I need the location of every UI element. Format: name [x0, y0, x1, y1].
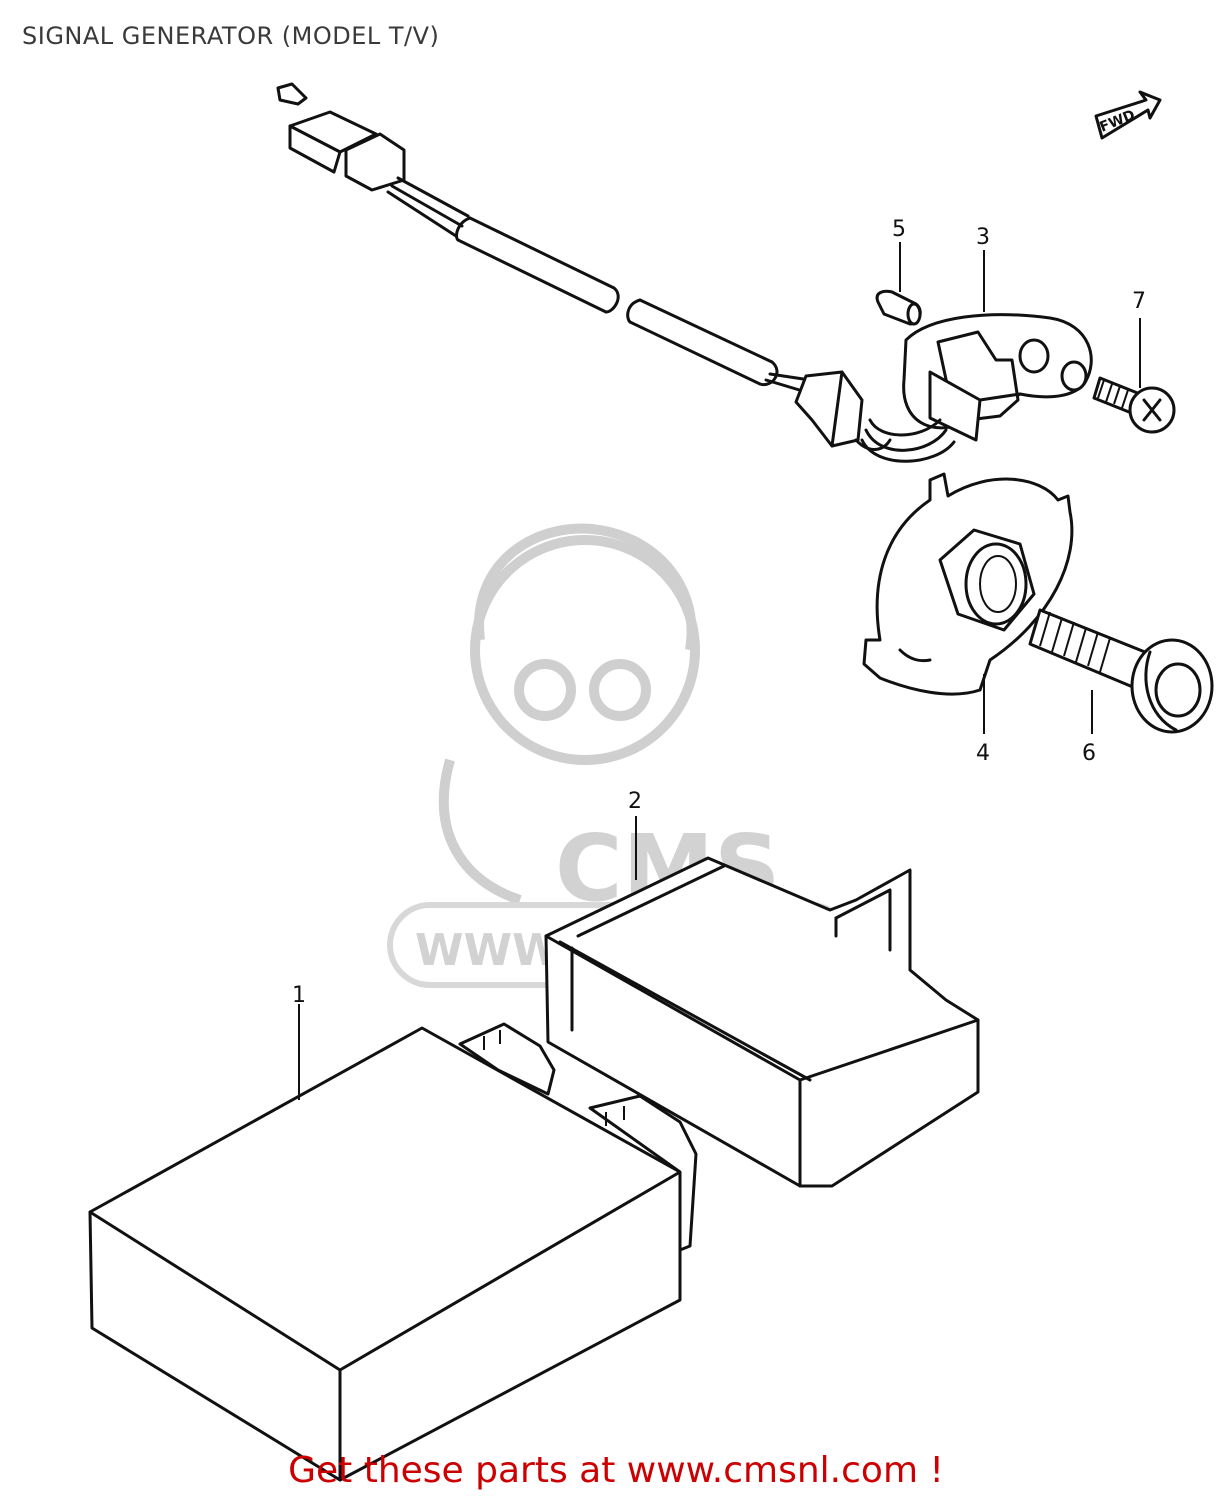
wire-connector-mid [794, 370, 892, 451]
wire-harness [455, 216, 812, 394]
callout-5: 5 [892, 217, 906, 242]
callout-2: 2 [628, 789, 642, 814]
watermark-mascot-head [470, 535, 700, 765]
diagram-title: SIGNAL GENERATOR (MODEL T/V) [22, 22, 440, 50]
part-2-holder [544, 856, 980, 1188]
wire-connector-top [276, 82, 470, 238]
callout-6: 6 [1082, 741, 1096, 766]
callout-4: 4 [976, 741, 990, 766]
callouts: 1 2 3 4 5 6 7 [292, 217, 1146, 1100]
watermark-mascot-eye-left [514, 659, 576, 721]
callout-7: 7 [1132, 289, 1146, 314]
part-7-screw [1092, 376, 1176, 434]
part-3-signal-generator-coil [860, 313, 1093, 463]
watermark-mascot-helmet [474, 523, 697, 651]
fwd-arrow: FWD [1094, 90, 1162, 140]
part-6-bolt [1028, 608, 1214, 734]
callout-1: 1 [292, 983, 306, 1008]
part-5-pin [875, 289, 922, 326]
parts-link-footer[interactable]: Get these parts at www.cmsnl.com ! [288, 1450, 944, 1491]
callout-3: 3 [976, 225, 990, 250]
part-1-ignitor [88, 1022, 698, 1482]
watermark-mascot-arm [438, 758, 522, 905]
part-4-rotor [862, 472, 1074, 696]
watermark-mascot-eye-right [589, 659, 651, 721]
